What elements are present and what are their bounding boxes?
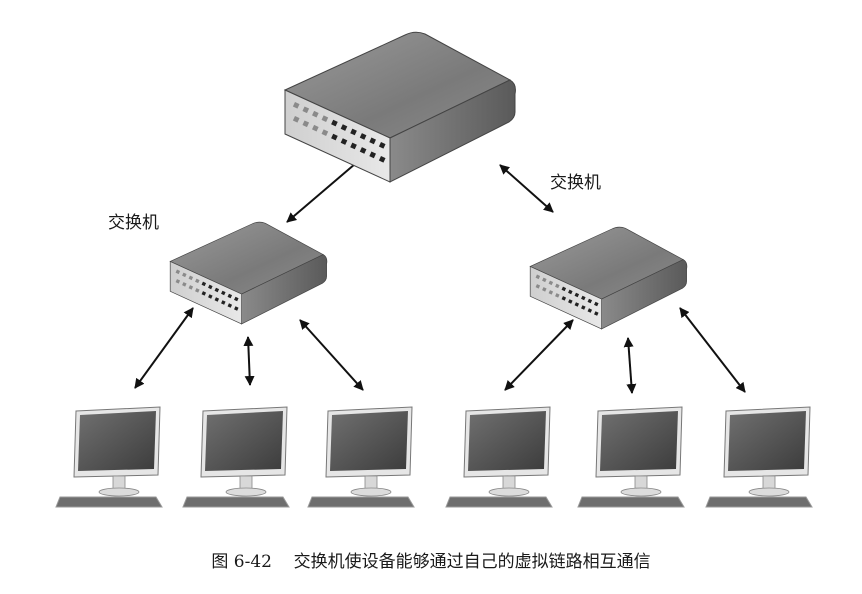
pc-6 <box>705 406 813 508</box>
screen <box>330 411 408 471</box>
switch-top-face <box>169 221 324 295</box>
pc-1 <box>55 406 163 508</box>
keyboard-icon <box>307 496 415 508</box>
keyboard-icon <box>182 496 290 508</box>
left-switch <box>169 221 328 325</box>
link-arrow-right-switch-pc-5 <box>623 337 637 394</box>
keyboard-icon <box>705 496 813 508</box>
keyboard-icon <box>445 496 553 508</box>
pc-4 <box>445 406 553 508</box>
screen <box>78 411 156 471</box>
screen <box>205 411 283 471</box>
link-arrow-core-switch-right-switch <box>499 164 554 213</box>
right-switch <box>529 226 688 330</box>
screen <box>468 411 546 471</box>
keyboard-icon <box>577 496 685 508</box>
switch-top-face <box>283 31 512 139</box>
core-switch <box>283 31 516 183</box>
link-arrow-right-switch-pc-6 <box>679 307 746 393</box>
pc-3 <box>307 406 415 508</box>
link-arrow-core-switch-left-switch <box>286 157 363 223</box>
switch-ports <box>292 102 386 163</box>
link-arrow-left-switch-pc-3 <box>299 319 364 391</box>
switch-ports <box>175 269 239 311</box>
link-arrow-left-switch-pc-1 <box>134 307 194 389</box>
switch-side-face <box>389 79 516 183</box>
switch-side-face <box>241 254 328 325</box>
screen <box>728 411 806 471</box>
right-switch-label: 交换机 <box>550 173 601 193</box>
link-arrow-left-switch-pc-2 <box>243 336 255 386</box>
switch-top-face <box>529 226 684 300</box>
left-switch-label: 交换机 <box>108 213 159 233</box>
figure-caption: 图 6-42 交换机使设备能够通过自己的虚拟链路相互通信 <box>211 552 651 572</box>
keyboard-icon <box>55 496 163 508</box>
link-arrow-right-switch-pc-4 <box>504 319 574 391</box>
pc-5 <box>577 406 685 508</box>
screen <box>600 411 678 471</box>
pc-2 <box>182 406 290 508</box>
switch-ports <box>535 274 599 316</box>
switch-side-face <box>601 259 688 330</box>
